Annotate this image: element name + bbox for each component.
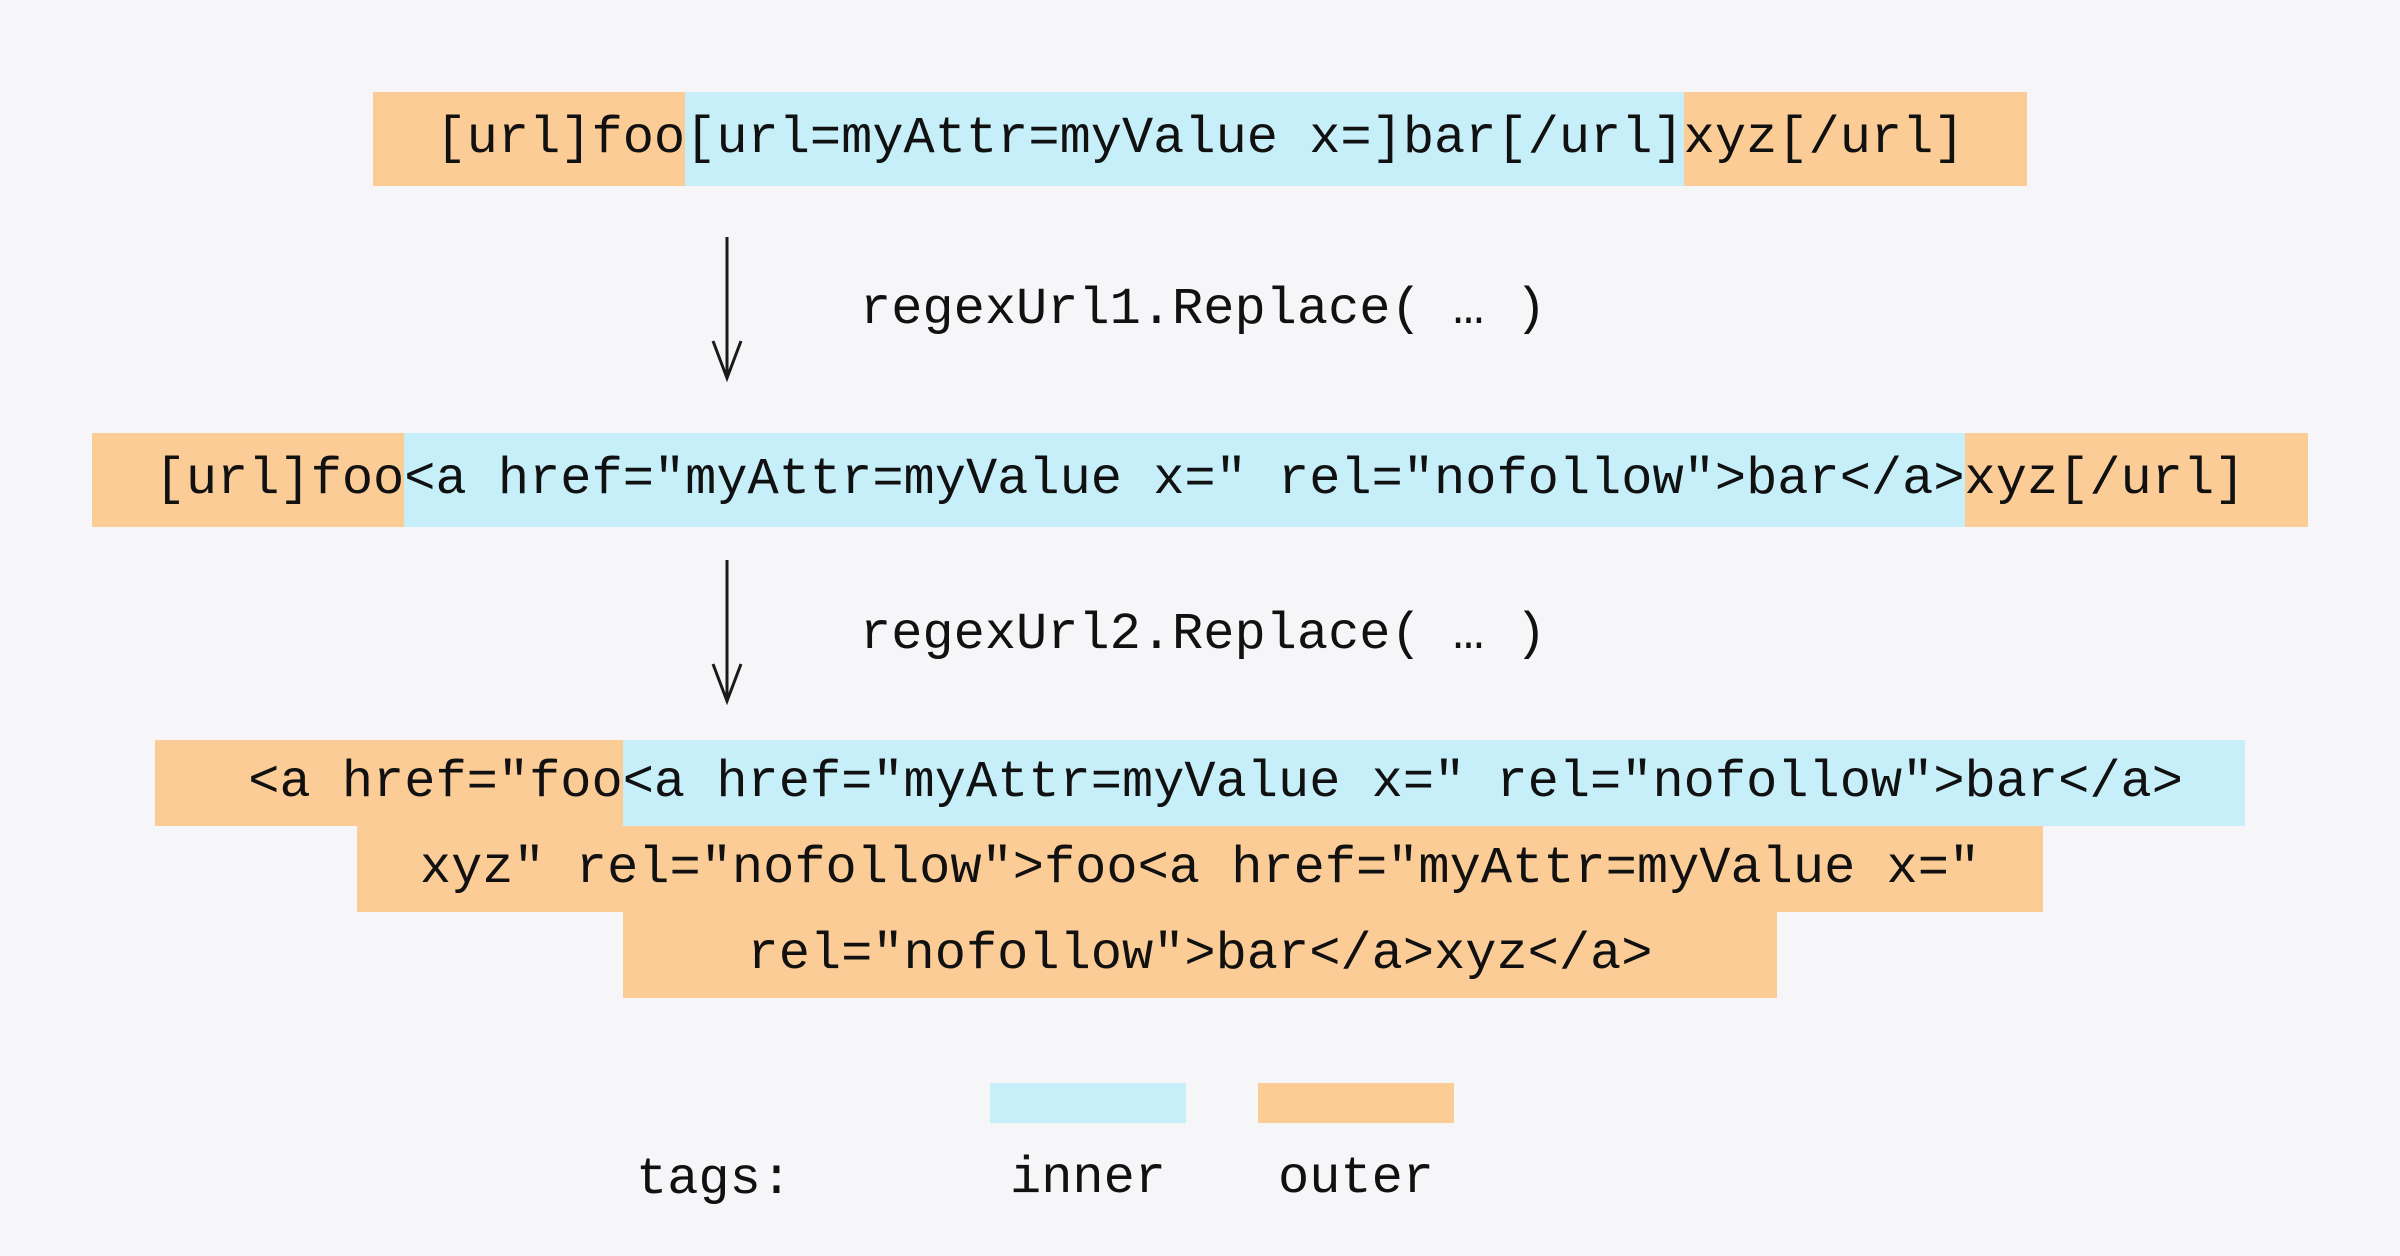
legend-title: tags: (636, 1150, 793, 1209)
after-regex2-line-2: xyz" rel="nofollow">foo<a href="myAttr=m… (0, 826, 2400, 912)
outer-tag-segment: <a href="foo (154, 740, 623, 826)
inner-tag-segment: [url=myAttr=myValue x=]bar[/url] (685, 92, 1684, 186)
arrow-down-icon (711, 237, 743, 383)
outer-tag-segment: rel="nofollow">bar</a>xyz</a> (622, 912, 1778, 998)
legend-label-inner: inner (1009, 1149, 1167, 1208)
outer-color-swatch (1258, 1083, 1454, 1123)
outer-tag-segment: xyz[/url] (1964, 433, 2308, 527)
after-regex2-line-3: rel="nofollow">bar</a>xyz</a> (0, 912, 2400, 998)
inner-color-swatch (990, 1083, 1186, 1123)
legend-item-inner: inner (990, 1083, 1186, 1208)
outer-tag-segment: [url]foo (92, 433, 405, 527)
legend-item-outer: outer (1258, 1083, 1454, 1208)
arrow-down-icon (711, 560, 743, 706)
outer-tag-segment: xyz[/url] (1683, 92, 2027, 186)
regex1-label: regexUrl1.Replace( … ) (860, 280, 1547, 339)
outer-tag-segment: [url]foo (373, 92, 686, 186)
after-regex1-line: [url]foo <a href="myAttr=myValue x=" rel… (0, 433, 2400, 527)
after-regex2-line-1: <a href="foo <a href="myAttr=myValue x="… (0, 740, 2400, 826)
outer-tag-segment: xyz" rel="nofollow">foo<a href="myAttr=m… (357, 826, 2043, 912)
regex2-label: regexUrl2.Replace( … ) (860, 605, 1547, 664)
legend-label-outer: outer (1277, 1149, 1435, 1208)
inner-tag-segment: <a href="myAttr=myValue x=" rel="nofollo… (622, 740, 2246, 826)
inner-tag-segment: <a href="myAttr=myValue x=" rel="nofollo… (404, 433, 1965, 527)
bbcode-input-line: [url]foo [url=myAttr=myValue x=]bar[/url… (0, 92, 2400, 186)
